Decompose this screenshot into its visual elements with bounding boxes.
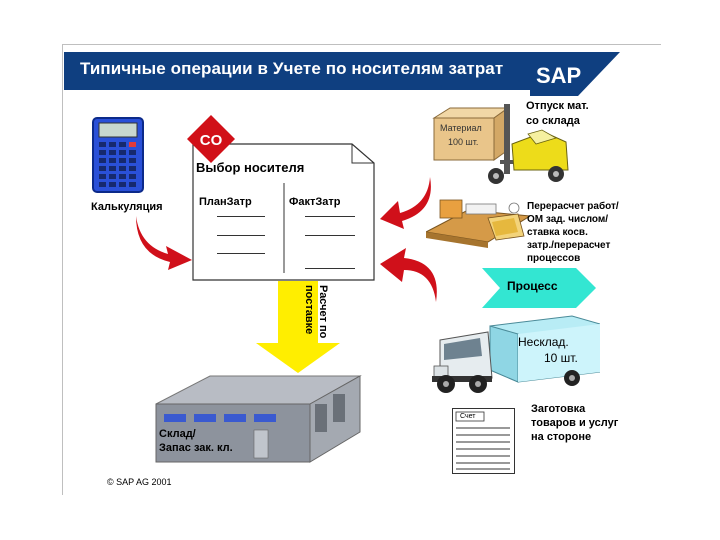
truck-label-2: 10 шт. (544, 351, 578, 365)
plan-costs-column: ПланЗатр (199, 196, 252, 208)
calculator-key (129, 182, 136, 187)
plan-line (217, 253, 265, 254)
calculator-key (119, 150, 126, 155)
calculator-key (109, 158, 116, 163)
recalc-label: Перерасчет работ/ ОМ зад. числом/ ставка… (527, 200, 619, 265)
purchase-label-2: товаров и услуг (531, 417, 619, 429)
slide-frame (62, 44, 661, 495)
red-arrow-from-process (378, 240, 444, 311)
red-arrow-from-material (378, 175, 440, 240)
material-box-label-2: 100 шт. (448, 137, 479, 147)
recalc-label-3: ставка косв. (527, 227, 588, 238)
actual-costs-column: ФактЗатр (289, 196, 341, 208)
carrier-doc-title: Выбор носителя (196, 160, 305, 175)
calculator-key (129, 174, 136, 179)
forklift-icon (432, 104, 582, 191)
process-chevron (482, 268, 596, 313)
purchase-label-1: Заготовка (531, 403, 586, 415)
calculator-key (99, 182, 106, 187)
process-label: Процесс (507, 279, 558, 293)
actual-line (305, 235, 355, 236)
copyright-footer: © SAP AG 2001 (107, 477, 172, 487)
co-badge: CO (186, 114, 236, 169)
calculator-key (99, 158, 106, 163)
calculator-key (109, 182, 116, 187)
co-badge-text: CO (200, 132, 223, 149)
recalc-label-5: процессов (527, 253, 581, 264)
calculator-key (119, 142, 126, 147)
plan-line (217, 216, 265, 217)
sap-logo-text: SAP (536, 63, 581, 88)
calculator-key (129, 150, 136, 155)
purchase-label-3: на стороне (531, 431, 592, 443)
warehouse-icon (150, 372, 365, 469)
settlement-text-2: поставке (303, 285, 315, 335)
truck-label-1: Несклад. (518, 335, 569, 349)
calculation-label: Калькуляция (91, 201, 163, 213)
actual-line (305, 216, 355, 217)
calculator-icon (92, 117, 144, 198)
calculator-key (109, 166, 116, 171)
material-issue-label-2: со склада (526, 115, 580, 127)
calculator-key (99, 166, 106, 171)
yellow-arrow-down (256, 281, 340, 378)
calculator-key (129, 158, 136, 163)
calculator-key (99, 174, 106, 179)
calculator-key (109, 174, 116, 179)
material-box-label-1: Материал (440, 123, 482, 133)
plan-line (217, 235, 265, 236)
calculator-key (99, 142, 106, 147)
red-arrow-from-calculation (132, 210, 194, 277)
calculator-key (119, 158, 126, 163)
invoice-form (452, 408, 516, 479)
calculator-key (119, 182, 126, 187)
warehouse-label-2: Запас зак. кл. (159, 442, 233, 454)
calculator-key (119, 166, 126, 171)
recalc-label-2: ОМ зад. числом/ (527, 214, 609, 225)
truck-icon (432, 312, 601, 399)
slide-title: Типичные операции в Учете по носителям з… (80, 59, 504, 78)
calculator-key (109, 150, 116, 155)
settlement-text-1: Расчет по (317, 285, 329, 339)
calculator-key (99, 150, 106, 155)
calculator-key (119, 174, 126, 179)
title-bar (64, 52, 544, 90)
calculator-key (129, 142, 136, 147)
office-desk-icon (424, 196, 532, 253)
calculator-key (129, 166, 136, 171)
calculator-key (109, 142, 116, 147)
sap-logo: SAP (530, 52, 620, 101)
recalc-label-1: Перерасчет работ/ (527, 201, 619, 212)
warehouse-label-1: Склад/ (159, 428, 196, 440)
material-issue-label-1: Отпуск мат. (526, 100, 589, 112)
cost-carrier-document (192, 143, 376, 286)
invoice-title: Счет (460, 413, 476, 420)
actual-line (305, 268, 355, 269)
recalc-label-4: затр./перерасчет (527, 240, 611, 251)
